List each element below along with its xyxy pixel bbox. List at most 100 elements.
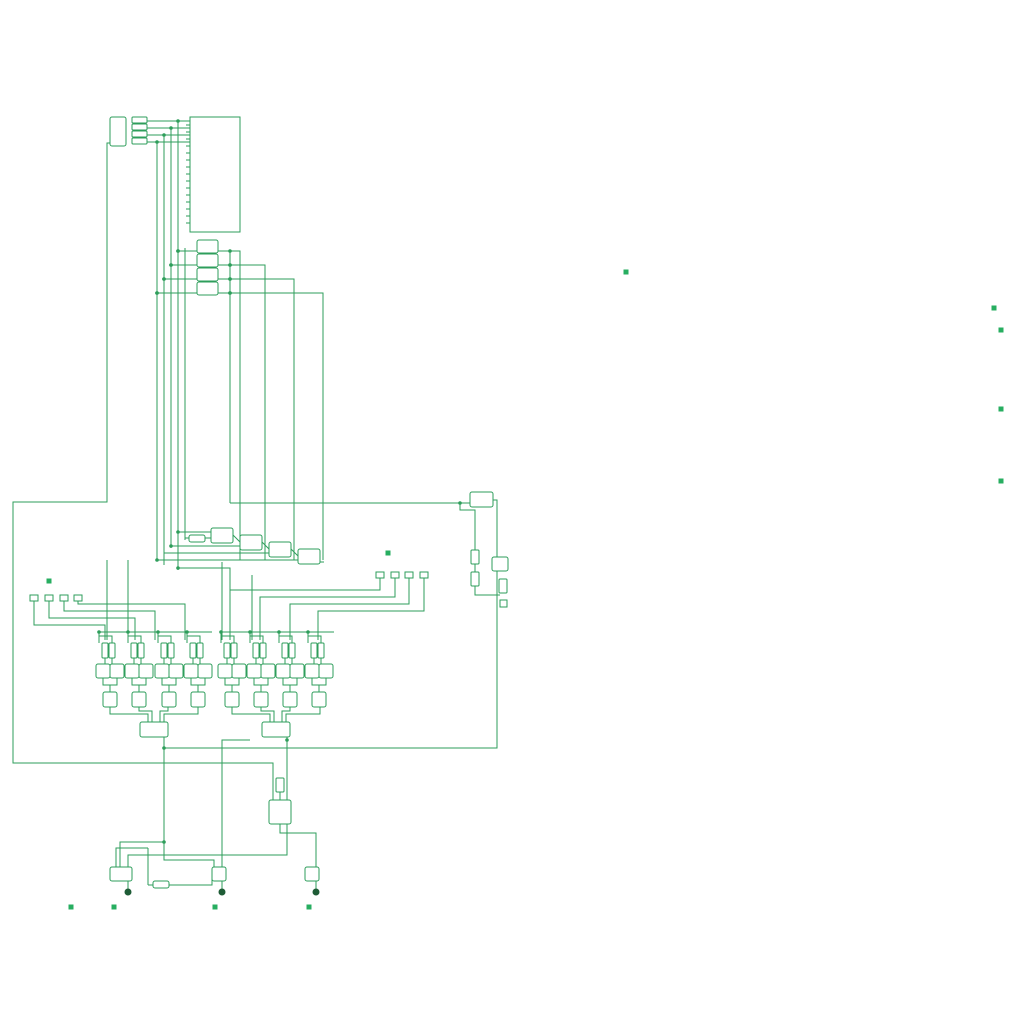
wire [33, 601, 106, 640]
wire [63, 601, 156, 640]
wire [317, 578, 425, 640]
output-terminal-icon[interactable] [124, 888, 132, 896]
input-pin-block[interactable] [73, 594, 83, 602]
carry-block[interactable] [311, 691, 327, 708]
wire [12, 142, 274, 800]
adder-block[interactable] [124, 663, 140, 679]
output-latch-block[interactable] [211, 866, 227, 882]
carry-block[interactable] [224, 691, 240, 708]
carry-block[interactable] [190, 691, 206, 708]
gate-block[interactable] [310, 642, 318, 659]
input-pin-block[interactable] [44, 594, 54, 602]
resistor-block[interactable] [470, 549, 480, 565]
adder-block[interactable] [168, 663, 184, 679]
combiner-block[interactable] [261, 721, 291, 738]
gate-block[interactable] [167, 642, 175, 659]
latch-block[interactable] [131, 137, 148, 145]
wire [229, 578, 381, 640]
gate-block[interactable] [317, 642, 325, 659]
gate-block[interactable] [196, 642, 204, 659]
input-pin-block[interactable] [29, 594, 39, 602]
carry-block[interactable] [131, 691, 147, 708]
latch-block[interactable] [131, 116, 148, 124]
comparator-block[interactable] [491, 556, 509, 572]
input-pin-block[interactable] [59, 594, 69, 602]
probe-marker-icon [998, 406, 1004, 412]
adder-block[interactable] [231, 663, 247, 679]
gate-block[interactable] [230, 642, 238, 659]
memory-array-block[interactable] [189, 116, 241, 233]
register-block[interactable] [196, 239, 219, 254]
gate-block[interactable] [101, 642, 109, 659]
register-block[interactable] [196, 281, 219, 296]
junction-dot-icon [156, 630, 160, 634]
probe-marker-icon [306, 904, 312, 910]
resistor-block[interactable] [498, 578, 508, 594]
gate-block[interactable] [259, 642, 267, 659]
adder-block[interactable] [183, 663, 199, 679]
input-pin-block[interactable] [404, 571, 414, 579]
junction-dot-icon [248, 630, 252, 634]
junction-dot-icon [228, 263, 232, 267]
adder-block[interactable] [217, 663, 233, 679]
adder-block[interactable] [154, 663, 170, 679]
resistor-block[interactable] [275, 777, 285, 793]
control-unit-block[interactable] [469, 491, 494, 508]
wire [115, 847, 148, 867]
wire [253, 678, 262, 692]
carry-block[interactable] [253, 691, 269, 708]
adder-block[interactable] [109, 663, 125, 679]
adder-block[interactable] [289, 663, 305, 679]
latch-block[interactable] [131, 123, 148, 131]
adder-block[interactable] [318, 663, 334, 679]
gate-block[interactable] [160, 642, 168, 659]
combiner-block[interactable] [139, 721, 169, 738]
register-block[interactable] [196, 253, 219, 268]
carry-block[interactable] [282, 691, 298, 708]
input-mux-block[interactable] [109, 116, 127, 147]
adder-block[interactable] [197, 663, 213, 679]
alu-stage-block[interactable] [268, 541, 292, 558]
adder-block[interactable] [304, 663, 320, 679]
adder-block[interactable] [138, 663, 154, 679]
sense-pin-block[interactable] [499, 599, 508, 608]
output-latch-block[interactable] [304, 866, 320, 882]
wire [218, 278, 295, 560]
probe-marker-icon [111, 904, 117, 910]
wire [261, 541, 270, 550]
gate-block[interactable] [288, 642, 296, 659]
junction-layer [97, 119, 462, 844]
resistor-block[interactable] [152, 880, 170, 889]
gate-block[interactable] [189, 642, 197, 659]
gate-block[interactable] [137, 642, 145, 659]
gate-block[interactable] [281, 642, 289, 659]
gate-block[interactable] [108, 642, 116, 659]
adder-block[interactable] [246, 663, 262, 679]
wire [161, 678, 170, 692]
output-terminal-icon[interactable] [312, 888, 320, 896]
carry-block[interactable] [161, 691, 177, 708]
resistor-block[interactable] [188, 534, 206, 543]
alu-stage-block[interactable] [297, 548, 321, 565]
wire [279, 824, 317, 867]
adder-block[interactable] [275, 663, 291, 679]
input-pin-block[interactable] [390, 571, 400, 579]
output-driver-block[interactable] [268, 799, 292, 825]
gate-block[interactable] [223, 642, 231, 659]
resistor-block[interactable] [470, 571, 480, 587]
latch-block[interactable] [131, 130, 148, 138]
alu-stage-block[interactable] [210, 527, 234, 544]
carry-block[interactable] [102, 691, 118, 708]
register-block[interactable] [196, 267, 219, 282]
adder-block[interactable] [95, 663, 111, 679]
input-pin-block[interactable] [375, 571, 385, 579]
input-pin-block[interactable] [419, 571, 429, 579]
junction-dot-icon [228, 291, 232, 295]
gate-block[interactable] [130, 642, 138, 659]
adder-block[interactable] [260, 663, 276, 679]
junction-dot-icon [228, 277, 232, 281]
output-latch-block[interactable] [109, 866, 133, 882]
gate-block[interactable] [252, 642, 260, 659]
alu-stage-block[interactable] [239, 534, 263, 551]
output-terminal-icon[interactable] [218, 888, 226, 896]
